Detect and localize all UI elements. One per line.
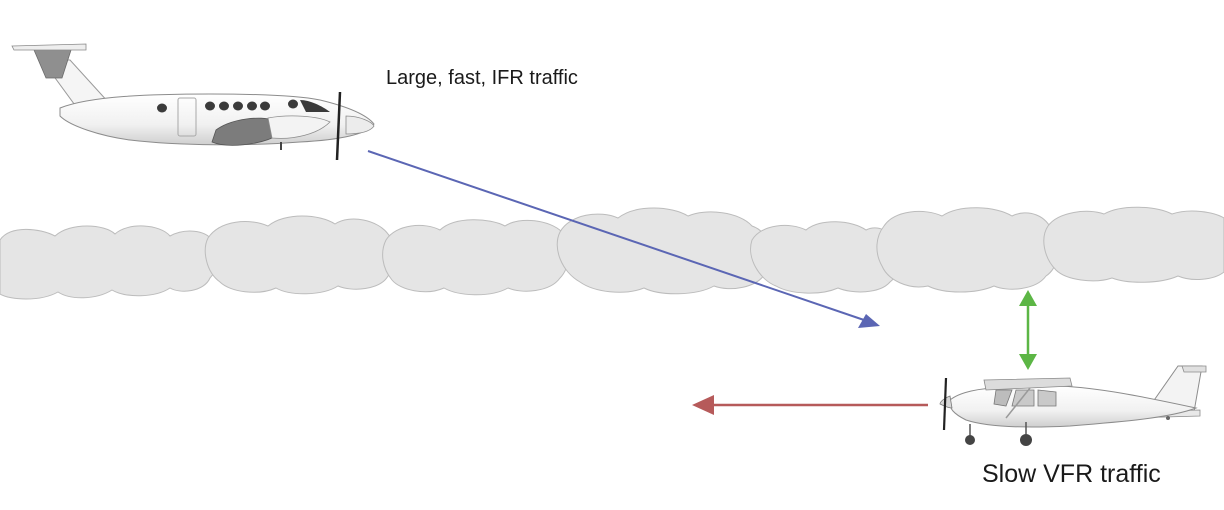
cloud-segment-7 xyxy=(1043,206,1224,283)
cloud-layer xyxy=(0,206,1224,300)
cloud-segment-2 xyxy=(204,215,396,295)
single-engine-high-wing-airplane-icon xyxy=(939,365,1207,446)
cloud-segment-3 xyxy=(382,219,569,296)
twin-turboprop-airplane-icon xyxy=(11,43,375,161)
ifr-traffic-label: Large, fast, IFR traffic xyxy=(386,67,578,89)
vfr-heading-arrow xyxy=(692,395,928,415)
cloud-segment-6 xyxy=(876,207,1059,293)
cloud-clearance-arrow xyxy=(1019,290,1037,370)
cloud-segment-1 xyxy=(0,225,219,300)
ifr-descent-arrow xyxy=(367,150,880,328)
vfr-traffic-label: Slow VFR traffic xyxy=(982,460,1161,488)
